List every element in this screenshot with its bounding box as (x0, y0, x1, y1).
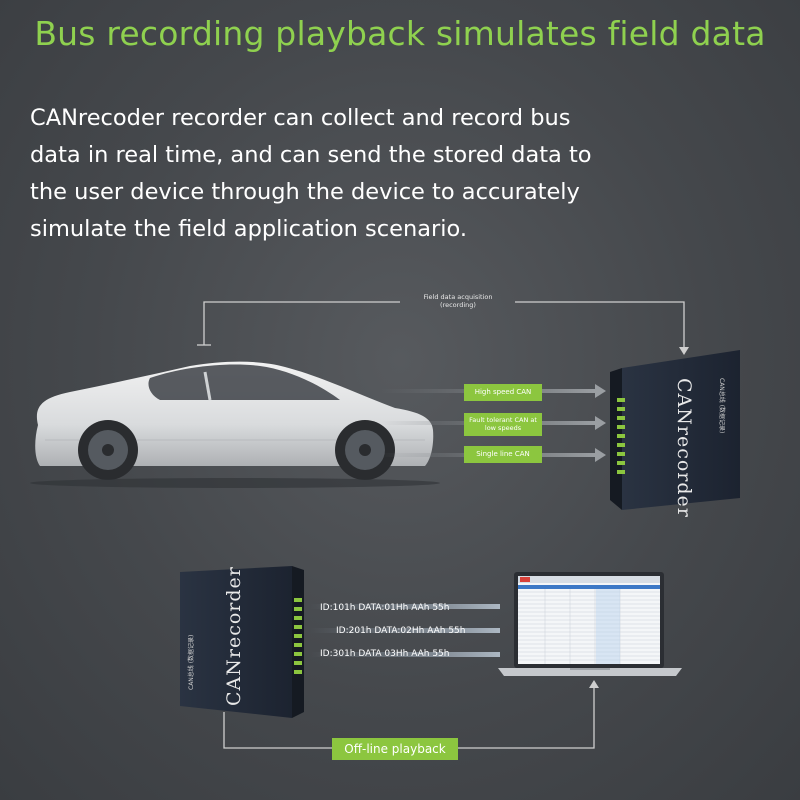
bus-label-high-speed: High speed CAN (464, 384, 542, 401)
bus-label-single-line: Single line CAN (464, 446, 542, 463)
playback-flow-line (223, 684, 595, 749)
laptop-image (498, 572, 682, 676)
arrow-up-icon (589, 680, 599, 688)
device-name-bottom: CANrecorder (223, 566, 245, 706)
description: CANrecoder recorder can collect and reco… (30, 100, 630, 248)
offline-playback-label: Off-line playback (332, 738, 458, 760)
recording-flow-label: Field data acquisition (recording) (423, 293, 493, 309)
device-subtitle-bottom: CAN总线 (数据记录) (188, 634, 195, 690)
arrow-down-icon (679, 347, 689, 355)
data-arrows (310, 604, 500, 657)
description-line: CANrecoder recorder can collect and reco… (30, 105, 571, 131)
car-image (30, 361, 440, 488)
bus-label-fault-tolerant: Fault tolerant CAN at low speeds (464, 413, 542, 436)
canrecorder-device-top (610, 350, 740, 510)
device-name-top: CANrecorder (673, 378, 695, 518)
description-line: the user device through the device to ac… (30, 179, 580, 205)
id-line-3: ID:301h DATA 03Hh AAh 55h (320, 649, 450, 659)
description-line: simulate the field application scenario. (30, 216, 468, 242)
id-line-1: ID:101h DATA:01Hh AAh 55h (320, 603, 450, 613)
recording-flow-line (197, 301, 685, 350)
description-line: data in real time, and can send the stor… (30, 142, 592, 168)
id-line-2: ID:201h DATA:02Hh AAh 55h (336, 626, 466, 636)
device-subtitle-top: CAN总线 (数据记录) (718, 378, 725, 434)
page-title: Bus recording playback simulates field d… (34, 14, 766, 53)
canrecorder-device-bottom (180, 566, 304, 718)
